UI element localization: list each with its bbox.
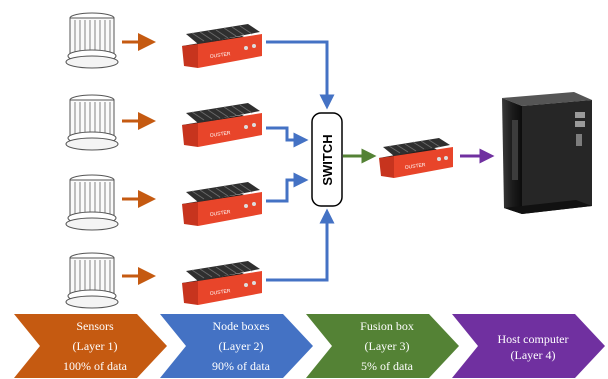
device-brand-label: OUSTER <box>404 162 426 171</box>
node-to-switch-arrow <box>266 208 335 282</box>
node-to-switch-arrow <box>266 126 309 148</box>
node-to-switch-arrow <box>266 172 309 203</box>
device-brand-label: OUSTER <box>209 130 231 139</box>
node-box-icon: OUSTER <box>182 182 262 226</box>
layer-1-chevron <box>14 314 167 378</box>
node-box-icon: OUSTER <box>182 24 262 68</box>
lidar-sensor-icon <box>65 12 119 69</box>
device-brand-label: OUSTER <box>209 209 231 218</box>
layer-4-chevron <box>452 314 605 378</box>
fusion-box-icon: OUSTER <box>379 138 453 178</box>
lidar-sensor-icon <box>65 174 119 231</box>
layer-2-chevron <box>160 314 313 378</box>
node-box-icon: OUSTER <box>182 261 262 305</box>
node-box-icon: OUSTER <box>182 103 262 147</box>
host-computer-icon <box>502 92 592 214</box>
device-brand-label: OUSTER <box>209 51 231 60</box>
node-to-switch-arrow <box>266 40 335 110</box>
network-switch <box>311 112 343 207</box>
lidar-sensor-icon <box>65 252 119 309</box>
device-brand-label: OUSTER <box>209 288 231 297</box>
lidar-sensor-icon <box>65 94 119 151</box>
layer-3-chevron <box>306 314 459 378</box>
